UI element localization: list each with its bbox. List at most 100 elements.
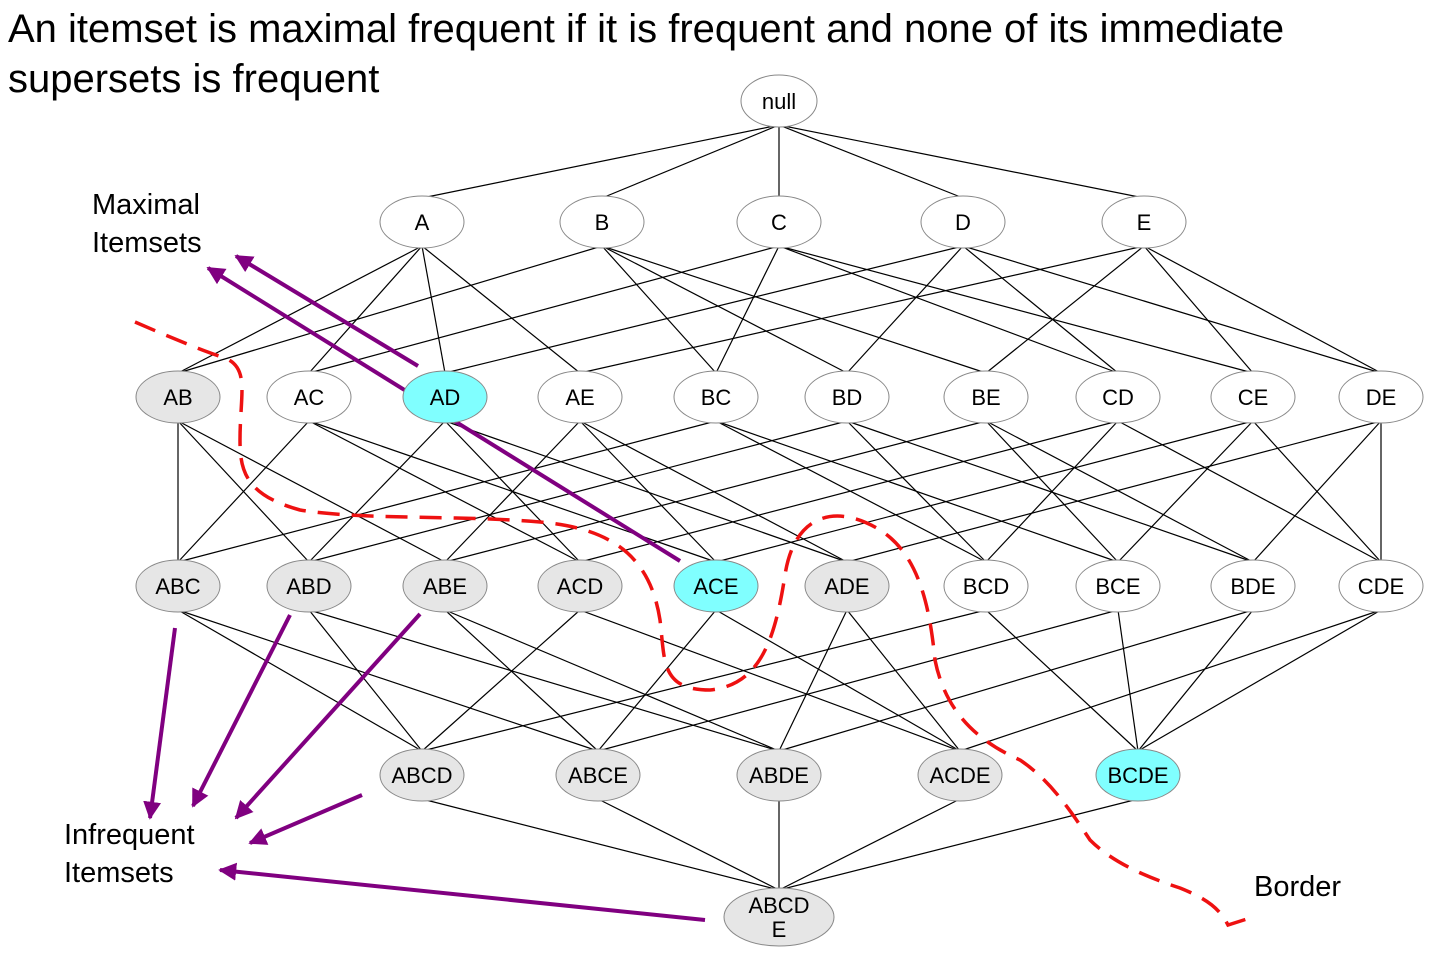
edge-AB-ABE [177, 420, 446, 563]
edge-A-AB [177, 245, 423, 374]
node-ellipse-A [379, 195, 465, 249]
edge-BCD-ABCD [421, 609, 987, 752]
node-ellipse-BE [943, 370, 1029, 424]
edge-AE-ACE [579, 420, 717, 563]
arrow-ABE-to-infrequent [234, 612, 422, 820]
node-ellipse-BCD [943, 559, 1029, 613]
edge-CD-CDE [1117, 420, 1382, 563]
node-ellipse-E [1101, 195, 1187, 249]
edge-D-BD [846, 245, 964, 374]
edge-ACE-ACDE [715, 609, 961, 752]
edge-BE-BDE [985, 420, 1254, 563]
edge-BCE-ABCE [597, 609, 1119, 752]
edge-A-AE [421, 245, 581, 374]
node-ellipse-BDE [1210, 559, 1296, 613]
edge-CE-BCE [1117, 420, 1254, 563]
edge-ABCE-ABCDE [597, 798, 780, 891]
node-E: E [1101, 195, 1187, 249]
edge-E-CE [1143, 245, 1254, 374]
node-ABD: ABD [266, 559, 352, 613]
arrow-ABC-to-infrequent [143, 627, 177, 820]
node-label-B: B [595, 210, 610, 235]
edge-CDE-BCDE [1137, 609, 1382, 752]
edge-C-CD [778, 245, 1119, 374]
node-label-CD: CD [1102, 385, 1134, 410]
edge-CD-BCD [985, 420, 1119, 563]
node-ellipse-ACE [673, 559, 759, 613]
node-null: null [740, 74, 818, 128]
node-label-AD: AD [430, 385, 461, 410]
edge-AE-ABE [444, 420, 581, 563]
node-AE: AE [537, 370, 623, 424]
edge-BD-BCD [846, 420, 987, 563]
node-label-ACDE: ACDE [929, 763, 990, 788]
infrequent-label-line-1: Infrequent [64, 819, 195, 851]
edge-C-BC [715, 245, 780, 374]
node-ellipse-AB [135, 370, 221, 424]
node-ellipse-ABD [266, 559, 352, 613]
edge-BDE-BCDE [1137, 609, 1254, 752]
node-label-BCD: BCD [963, 574, 1009, 599]
edge-ADE-ACDE [846, 609, 961, 752]
node-label-DE: DE [1366, 385, 1397, 410]
maximal-label-line-1: Maximal [92, 189, 200, 221]
edge-ABE-ABDE [444, 609, 780, 752]
node-label-BCE: BCE [1095, 574, 1140, 599]
edge-A-AC [308, 245, 423, 374]
edge-BD-BDE [846, 420, 1254, 563]
node-ellipse-ACDE [917, 748, 1003, 802]
node-label-ABCDE-0: ABCD [748, 893, 809, 918]
arrow-ABCD-to-infrequent [248, 793, 363, 845]
edge-BC-ABC [177, 420, 717, 563]
edge-null-B [601, 124, 780, 199]
edge-B-BD [601, 245, 848, 374]
node-BCDE: BCDE [1095, 748, 1181, 802]
node-ACD: ACD [537, 559, 623, 613]
node-BD: BD [804, 370, 890, 424]
node-label-ABDE: ABDE [749, 763, 809, 788]
edge-CD-ACD [579, 420, 1119, 563]
node-label-AC: AC [294, 385, 325, 410]
node-label-E: E [1137, 210, 1152, 235]
node-AB: AB [135, 370, 221, 424]
node-label-D: D [955, 210, 971, 235]
edge-BE-ABE [444, 420, 987, 563]
node-A: A [379, 195, 465, 249]
node-ellipse-C [736, 195, 822, 249]
edge-E-DE [1143, 245, 1382, 374]
node-BCE: BCE [1075, 559, 1161, 613]
node-ellipse-D [920, 195, 1006, 249]
node-label-ABC: ABC [155, 574, 200, 599]
node-label-BE: BE [971, 385, 1000, 410]
annotation-arrows [143, 254, 706, 922]
node-BCD: BCD [943, 559, 1029, 613]
node-label-A: A [415, 210, 430, 235]
node-ABE: ABE [402, 559, 488, 613]
node-ABCE: ABCE [555, 748, 641, 802]
node-ellipse-AD [402, 370, 488, 424]
node-CDE: CDE [1338, 559, 1424, 613]
edge-B-BE [601, 245, 987, 374]
node-label-null: null [762, 89, 796, 114]
node-ellipse-CDE [1338, 559, 1424, 613]
node-label-BDE: BDE [1230, 574, 1275, 599]
border-label: Border [1254, 871, 1342, 903]
node-ellipse-ADE [804, 559, 890, 613]
node-label-AE: AE [565, 385, 594, 410]
node-ellipse-BCE [1075, 559, 1161, 613]
edge-ABCD-ABCDE [421, 798, 780, 891]
edge-C-CE [778, 245, 1254, 374]
edge-AD-ABD [308, 420, 446, 563]
node-label-BCDE: BCDE [1107, 763, 1168, 788]
node-ellipse-BCDE [1095, 748, 1181, 802]
edge-BCD-BCDE [985, 609, 1139, 752]
maximal-itemsets-label: Maximal Itemsets [92, 186, 202, 262]
edge-null-A [421, 124, 780, 199]
edge-E-AE [579, 245, 1145, 374]
edge-B-BC [601, 245, 717, 374]
edge-ABE-ABCE [444, 609, 599, 752]
edge-AC-ACD [308, 420, 581, 563]
